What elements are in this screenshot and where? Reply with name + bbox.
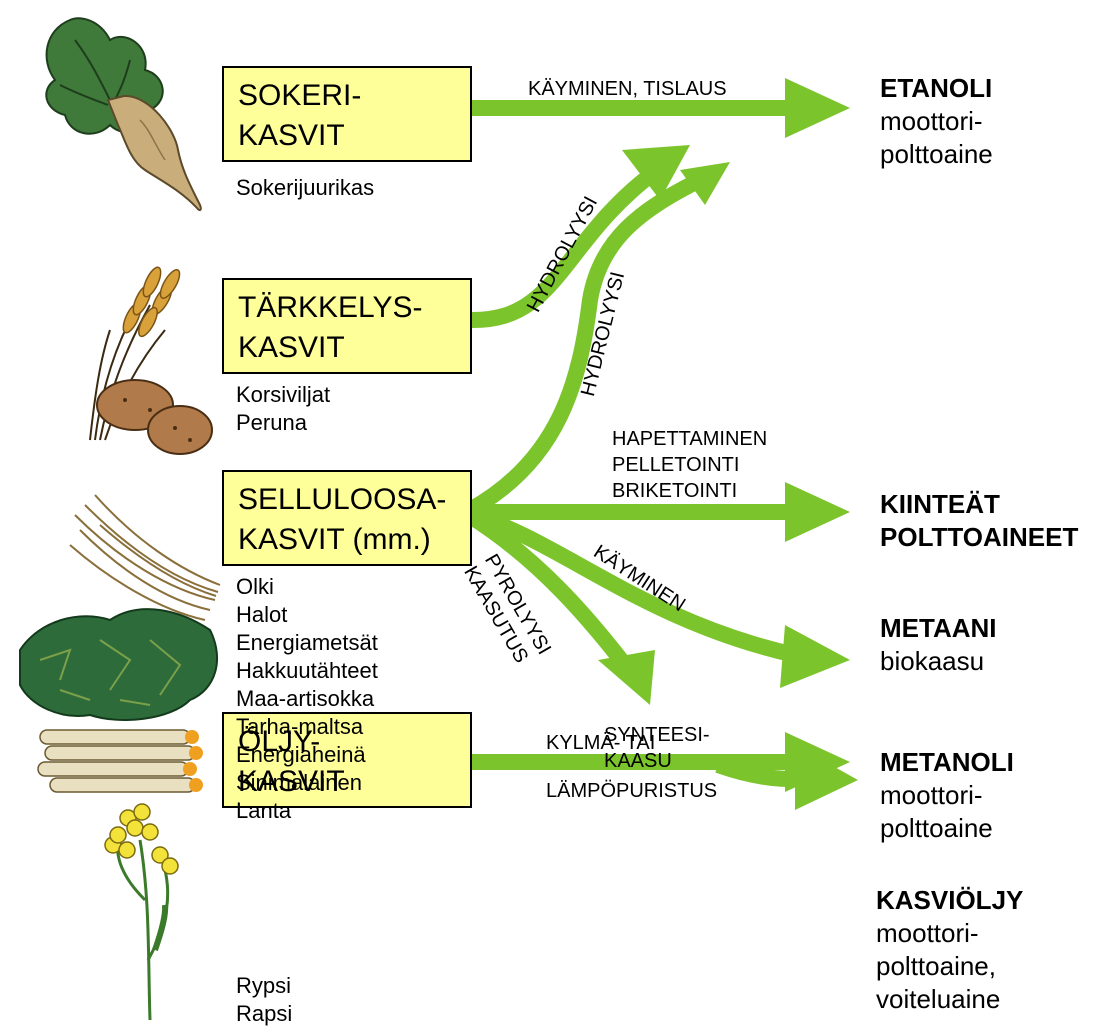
list-item: Hakkuutähteet (236, 657, 378, 685)
box-cellulose-crops-line1: SELLULOOSA- (238, 480, 470, 520)
list-item: Sokerijuurikas (236, 174, 374, 202)
product-methanol-desc2: polttoaine (880, 812, 1014, 845)
label-fermentation-distillation: KÄYMINEN, TISLAUS (528, 76, 727, 102)
product-methanol-title: METANOLI (880, 746, 1014, 779)
product-vegetable-oil: KASVIÖLJY moottori- polttoaine, voitelua… (876, 884, 1023, 1016)
product-methane-title: METAANI (880, 612, 997, 645)
label-pelleting: PELLETOINTI (612, 452, 767, 478)
list-item: Rypsi (236, 972, 292, 1000)
product-vegetable-oil-desc2: polttoaine, (876, 950, 1023, 983)
list-item: Maa-artisokka (236, 685, 378, 713)
straw-and-wood-illustration (20, 495, 220, 792)
wheat-and-potato-illustration (90, 265, 212, 454)
product-vegetable-oil-desc1: moottori- (876, 917, 1023, 950)
label-cold-or: KYLMÄ- TAI (546, 730, 655, 756)
product-ethanol-desc2: polttoaine (880, 138, 993, 171)
box-cellulose-crops: SELLULOOSA- KASVIT (mm.) (222, 470, 472, 566)
box-sugar-crops-line1: SOKERI- (238, 76, 470, 116)
box-starch-crops: TÄRKKELYS- KASVIT (222, 278, 472, 374)
product-ethanol: ETANOLI moottori- polttoaine (880, 72, 993, 171)
product-methanol-desc1: moottori- (880, 779, 1014, 812)
sugar-beet-illustration (46, 18, 201, 210)
list-item: Energiaheinä (236, 741, 378, 769)
product-solid-fuels: KIINTEÄT POLTTOAINEET (880, 488, 1078, 554)
list-item: Olki (236, 573, 378, 601)
list-item: Rapsi (236, 1000, 292, 1028)
product-vegetable-oil-title: KASVIÖLJY (876, 884, 1023, 917)
product-methanol: METANOLI moottori- polttoaine (880, 746, 1014, 845)
list-item: Lanta (236, 797, 378, 825)
label-briquetting: BRIKETOINTI (612, 478, 767, 504)
box-sugar-crops-line2: KASVIT (238, 116, 470, 156)
list-item: Sinimalainen (236, 769, 378, 797)
product-vegetable-oil-desc3: voiteluaine (876, 983, 1023, 1016)
cellulose-crops-examples: Olki Halot Energiametsät Hakkuutähteet M… (236, 573, 378, 825)
product-ethanol-title: ETANOLI (880, 72, 993, 105)
list-item: Tarha-maltsa (236, 713, 378, 741)
box-sugar-crops: SOKERI- KASVIT (222, 66, 472, 162)
product-methane-desc: biokaasu (880, 645, 997, 678)
product-solid-fuels-title2: POLTTOAINEET (880, 521, 1078, 554)
list-item: Peruna (236, 409, 330, 437)
label-heat-pressing: LÄMPÖPURISTUS (546, 778, 717, 804)
sugar-crops-examples: Sokerijuurikas (236, 174, 374, 202)
list-item: Energiametsät (236, 629, 378, 657)
label-solid-processes: HAPETTAMINEN PELLETOINTI BRIKETOINTI (612, 426, 767, 504)
product-ethanol-desc1: moottori- (880, 105, 993, 138)
starch-crops-examples: Korsiviljat Peruna (236, 381, 330, 437)
box-cellulose-crops-line2: KASVIT (mm.) (238, 520, 470, 560)
list-item: Korsiviljat (236, 381, 330, 409)
oil-crops-examples: Rypsi Rapsi (236, 972, 292, 1028)
box-starch-crops-line1: TÄRKKELYS- (238, 288, 470, 328)
rapeseed-flower-illustration (105, 804, 178, 1020)
product-solid-fuels-title1: KIINTEÄT (880, 488, 1078, 521)
product-methane: METAANI biokaasu (880, 612, 997, 678)
box-starch-crops-line2: KASVIT (238, 328, 470, 368)
label-oxidation: HAPETTAMINEN (612, 426, 767, 452)
list-item: Halot (236, 601, 378, 629)
